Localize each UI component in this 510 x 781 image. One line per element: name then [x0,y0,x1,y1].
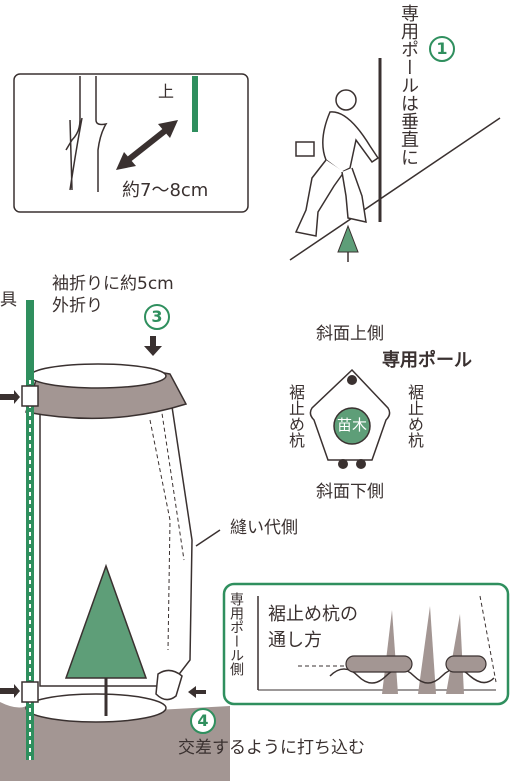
inset-side-label: 専用ポール側 [228,592,244,676]
pole-label: 専用ポール [382,350,472,371]
seam-pointer [195,529,221,547]
stake-knot [155,669,183,701]
worker-scene [289,58,501,262]
trunk-right-line [95,76,108,192]
ground [0,702,230,781]
left-edge-char: 具 [0,290,17,310]
step1-caption: 専用ポールは垂直に [398,4,419,166]
seedling-circle-icon [333,407,371,445]
arrow-clip-top-icon [0,390,20,404]
stake-triangle-1 [382,610,398,694]
slope-bottom-label: 斜面下側 [316,482,384,502]
seam-label: 縫い代側 [230,518,298,538]
shelter-scene [0,300,230,781]
inset-title-line1: 裾止め杭の [268,604,358,625]
stake-bar-1 [345,655,413,673]
small-seedling-icon [337,224,359,253]
green-pole-icon [192,76,198,132]
fold-line1: 袖折りに約5cm [52,274,174,294]
clip-top-icon [21,385,39,407]
inset-top-box [13,73,249,213]
slope-top-label: 斜面上側 [316,324,384,344]
arrow-left-icon [188,686,206,698]
stake-bar-2 [445,655,487,673]
layout-plan [309,368,391,469]
inset-title-line2: 通し方 [268,630,322,651]
step4-caption: 交差するように打ち込む [178,738,365,758]
seedling-label: 苗木 [337,416,368,434]
fold-line2: 外折り [52,296,103,316]
stake-triangle-2 [418,606,436,694]
pole-dot-icon [347,375,357,385]
right-stake-label: 裾止め杭 [405,384,424,448]
clip-bottom-icon [21,681,39,703]
slope-line [289,117,501,261]
left-stake-label: 裾止め杭 [286,384,305,448]
cloth-wave [329,668,495,684]
inset-bottom-box [222,582,510,706]
worker-figure [294,89,380,237]
stake-triangle-3 [446,614,464,694]
arrow-down-icon [144,336,162,356]
stake-dot-right-icon [356,459,366,469]
arrow-clip-bottom-icon [0,684,20,698]
shelter-base [25,693,167,723]
pole-tall-icon [26,300,34,760]
inset-distance-label: 約7〜8cm [122,180,209,201]
inset-top-label: 上 [158,82,175,101]
double-arrow-icon [116,120,178,170]
step3-number-badge: 3 [144,304,170,330]
stake-dot-left-icon [338,459,348,469]
step4-number-badge: 4 [190,708,216,734]
step1-number-badge: 1 [429,36,455,62]
trunk-left-line [65,76,83,191]
